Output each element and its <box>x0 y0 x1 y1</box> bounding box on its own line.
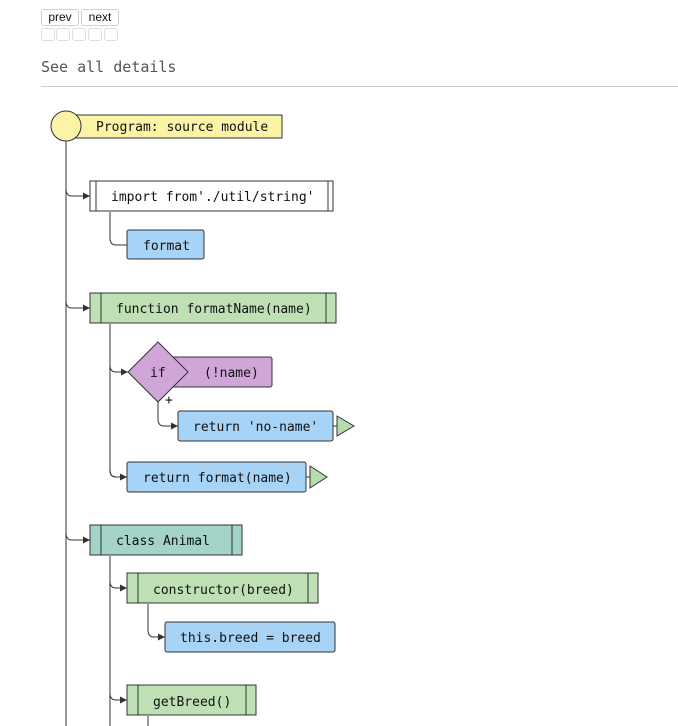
return-no-name-label: return 'no-name' <box>193 420 318 435</box>
import-label: import from'./util/string' <box>111 190 315 205</box>
connector-method <box>109 692 127 704</box>
import-node[interactable]: import from'./util/string' <box>89 180 334 212</box>
connector-return-format <box>109 469 127 481</box>
connector-assignment <box>147 604 165 641</box>
prev-button[interactable]: prev <box>41 9 79 26</box>
connector-constructor <box>109 580 127 592</box>
if-condition-label: (!name) <box>204 366 259 381</box>
if-keyword-label: if <box>150 366 166 381</box>
connector-function <box>65 300 90 312</box>
connector-class <box>65 532 90 544</box>
connectors <box>65 141 178 726</box>
connector-import <box>65 188 90 200</box>
return-arrow-icon <box>336 415 355 437</box>
see-all-details-link[interactable]: See all details <box>41 58 177 76</box>
step-indicator[interactable] <box>88 28 102 41</box>
step-indicator[interactable] <box>72 28 86 41</box>
method-node[interactable]: getBreed() <box>126 684 257 716</box>
return-arrow-icon <box>309 465 328 489</box>
function-trunk-line <box>109 324 127 478</box>
function-node[interactable]: function formatName(name) <box>89 292 337 324</box>
divider <box>41 86 678 87</box>
step-indicator[interactable] <box>56 28 70 41</box>
return-format-node[interactable]: return format(name) <box>126 461 328 493</box>
return-format-label: return format(name) <box>143 471 292 486</box>
class-label: class Animal <box>116 534 210 549</box>
constructor-node[interactable]: constructor(breed) <box>126 572 319 604</box>
function-label: function formatName(name) <box>116 302 312 317</box>
class-node[interactable]: class Animal <box>89 524 243 556</box>
return-no-name-node[interactable]: return 'no-name' <box>177 410 355 442</box>
assignment-label: this.breed = breed <box>180 631 321 646</box>
connector-if <box>109 364 128 376</box>
import-name-node[interactable]: format <box>126 229 205 260</box>
branch-marker: + <box>165 393 173 408</box>
constructor-label: constructor(breed) <box>153 583 294 598</box>
step-indicator[interactable] <box>104 28 118 41</box>
method-label: getBreed() <box>153 695 231 710</box>
program-label: Program: source module <box>96 120 268 135</box>
if-condition-node[interactable]: if (!name) + <box>127 341 273 408</box>
assignment-node[interactable]: this.breed = breed <box>164 621 336 653</box>
connector-return-no-name <box>157 401 178 430</box>
step-indicator[interactable] <box>41 28 55 41</box>
program-node[interactable]: Program: source module <box>50 110 283 142</box>
next-button[interactable]: next <box>81 9 119 26</box>
import-name-label: format <box>143 239 190 254</box>
connector-import-name <box>109 212 127 246</box>
